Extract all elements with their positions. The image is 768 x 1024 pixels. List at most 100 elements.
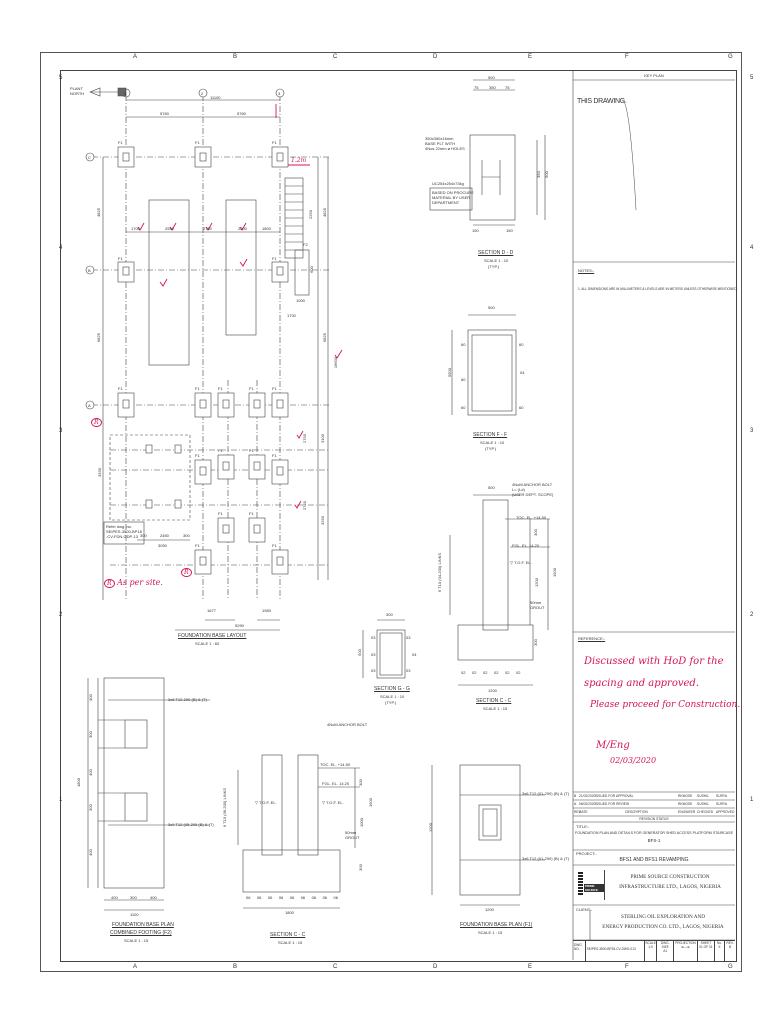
project-name: BFS1 AND BFS1 REVAMPING	[619, 857, 689, 863]
section-scale: SCALE 1 : 15	[483, 706, 508, 711]
dim: 150	[506, 228, 513, 233]
circle-mark: R	[104, 579, 115, 588]
bar-mark: 06	[256, 895, 262, 900]
footing-tag: F1	[118, 256, 123, 261]
col-label: B	[233, 964, 238, 970]
vertical-dim: 2750	[301, 501, 307, 510]
rebar-note: 3x6 T12 (01-200) (B) & (T)	[522, 791, 570, 796]
section-scale: SCALE 1 : 10	[484, 258, 509, 263]
f1-plan-lines	[431, 764, 545, 906]
sub-dim: 2200	[238, 226, 247, 231]
bar-mark: 03	[406, 668, 411, 673]
dim: 500	[488, 485, 495, 490]
row-label: 5	[750, 75, 754, 81]
inset-vdim: 3330	[96, 468, 102, 477]
row-label: 1	[59, 797, 63, 803]
footing-tag: F1	[249, 448, 254, 453]
no-label: No.	[716, 941, 722, 945]
approval-date: 02/03/2020	[610, 756, 657, 765]
fgl-level: FGL. EL. 14.20	[512, 543, 540, 548]
footing-tag: F1	[272, 543, 277, 548]
lower-dim: 1677	[207, 608, 216, 613]
header-cell: ENGINEER	[678, 810, 696, 814]
dim: 350	[489, 85, 496, 90]
col-label: G	[728, 964, 733, 970]
section-title: SECTION D - D	[478, 250, 514, 256]
grout-note: 50mm GROUT	[530, 600, 545, 610]
plant-north-label: PLANT NORTH	[70, 86, 85, 96]
project-label: PROJECT:-	[576, 851, 597, 856]
bar-mark: 02	[516, 670, 521, 675]
section-cc-left-lines	[237, 754, 360, 909]
row-label: 1	[750, 797, 754, 803]
appr-cell: SURYA	[716, 794, 728, 798]
projection-cell: PROJECTION⊕—⊕	[674, 941, 699, 961]
dim: 1800	[285, 910, 294, 915]
dim: 1000	[358, 818, 364, 827]
logo-text: PRIME SOURCE	[584, 884, 604, 892]
toc-level: TOC. EL. +14.50	[320, 762, 351, 767]
footing-tag: F1	[195, 453, 200, 458]
bar-mark: 60	[519, 405, 524, 410]
plan-scale: SCALE 1 : 15	[478, 930, 503, 935]
dim: 300	[87, 804, 93, 811]
dim: 300	[87, 731, 93, 738]
logo-graphic-icon	[578, 872, 583, 896]
link-mark: 04	[520, 370, 525, 375]
contractor-line-1: PRIME SOURCE CONSTRUCTION	[630, 874, 710, 880]
col-label: D	[433, 964, 438, 970]
base-plate-note: 350x350x16mm BASE PLT WITH 4Nos 22mm ø H…	[425, 136, 465, 151]
right-panel-lines	[572, 70, 735, 960]
procure-note: BASED ON PROCURE MATERIAL BY USER DEPART…	[432, 190, 474, 205]
footing-tag: F1	[272, 453, 277, 458]
inset-dim: 2450	[160, 533, 169, 538]
client-line-1: STERLING OIL EXPLORATION AND	[620, 914, 706, 920]
bar-marks-row: 06 06 06 06 06 06 06 06 06	[246, 895, 338, 900]
toc-level: TOC. EL. +14.50	[516, 515, 547, 520]
col-label: C	[333, 54, 338, 60]
section-gg-lines	[362, 619, 406, 679]
bar-mark: 03	[406, 635, 411, 640]
stair	[284, 177, 310, 296]
header-cell: DATE	[579, 810, 588, 814]
projection-label: PROJECTION	[675, 941, 696, 945]
row-label: 5	[59, 75, 63, 81]
sheet-label: SHEET	[700, 941, 712, 945]
revision-row: A 06/02/2020 ISSUED FOR REVIEW RKMOSE SU…	[574, 802, 734, 806]
dim: 5500	[446, 368, 452, 377]
sheet-value: 01 OF 01	[699, 945, 713, 949]
bar-mark: 60	[461, 377, 466, 382]
bar-mark: 60	[461, 405, 466, 410]
date-cell: 21/02/2020	[579, 794, 596, 798]
vertical-dim: 6825	[95, 333, 101, 342]
contractor-line-2: INFRASTRUCTURE LTD., LAGOS, NIGERIA	[619, 884, 721, 890]
bar-mark: 02	[461, 670, 466, 675]
reference-header: REFERENCE:-	[578, 636, 606, 641]
footing-tag: F1	[272, 256, 277, 261]
dim: 1500	[551, 568, 557, 577]
grid-bubble-label: C	[88, 155, 91, 160]
dim: 400	[111, 895, 118, 900]
footing-tag: F1	[249, 511, 254, 516]
column-labels-bottom: A B C D E F G	[40, 962, 740, 972]
section-title: SECTION G - G	[374, 686, 410, 692]
bar-mark: 02	[494, 670, 499, 675]
bay-dim: 5760	[160, 111, 169, 116]
col-label: F	[625, 54, 629, 60]
drawing-info-row: DWG. NO. SEIPES-3500-BP18-CV-DWG-013 SCA…	[573, 940, 735, 961]
header-cell: CHECKED	[697, 810, 714, 814]
no-cell: No.X	[715, 941, 726, 961]
bar-mark: 06	[289, 895, 295, 900]
plan-scale: SCALE 1 : 60	[195, 641, 220, 646]
column-labels: A B C D E F G	[40, 52, 740, 62]
rebar-note: 6 T10 (04-200) LINKS	[437, 552, 443, 593]
rev-label: REV.	[726, 941, 734, 945]
tof-level: ▽ T.O.F. EL.	[322, 800, 344, 805]
size-label: DWG. SIZE	[660, 941, 670, 949]
footing-tag: F1	[195, 543, 200, 548]
this-drawing-label: THIS DRAWING.	[577, 98, 627, 105]
sub-dim: 2550	[165, 226, 174, 231]
vertical-dim: 3250	[319, 516, 325, 525]
inset-dim: 300	[140, 533, 147, 538]
rebar-note: 6 T10 (06-200) LINKS	[222, 787, 228, 828]
